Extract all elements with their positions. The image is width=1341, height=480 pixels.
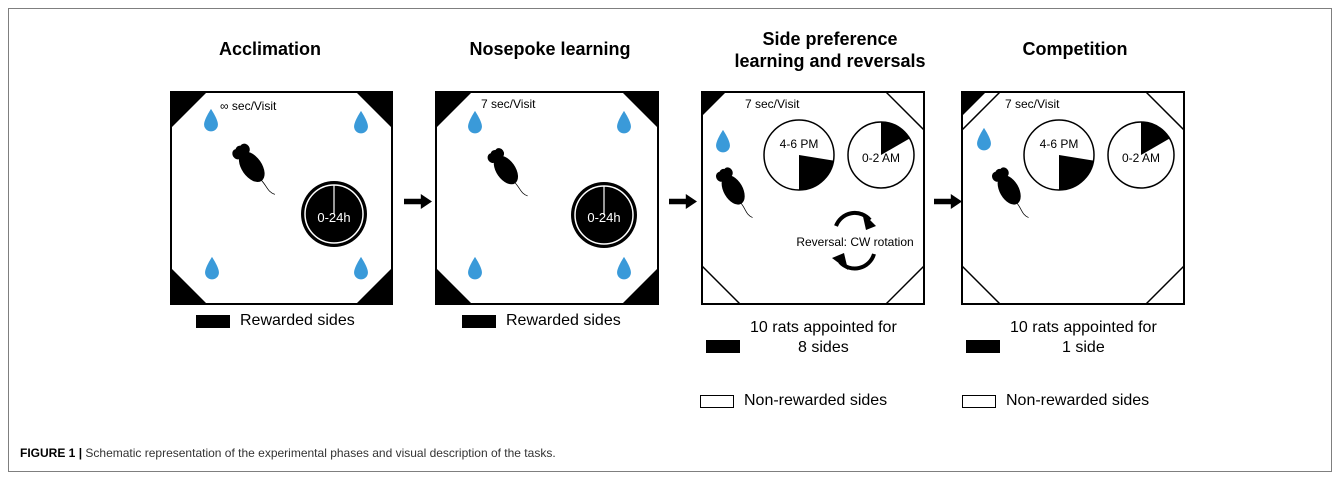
clock-0-2am: 0-2 AM — [847, 121, 915, 189]
panel-nosepoke: 7 sec/Visit 0-24h — [435, 91, 659, 305]
legend-nonrewarded-2: Non-rewarded sides — [962, 392, 1149, 410]
legend-rewarded-1: Rewarded sides — [196, 312, 355, 330]
legend-rewarded-2: Rewarded sides — [462, 312, 621, 330]
clock-4-6pm: 4-6 PM — [763, 119, 835, 191]
non-rewarded-corner — [1145, 91, 1185, 131]
rewarded-corner — [171, 268, 207, 304]
panel-title-side-preference-line1: Side preference — [762, 29, 898, 49]
reversal-label: Reversal: CW rotation — [796, 235, 913, 249]
clock-label: 4-6 PM — [1040, 137, 1079, 151]
clock-label: 4-6 PM — [780, 137, 819, 151]
legend-label: Rewarded sides — [506, 312, 621, 329]
clock-0-2am: 0-2 AM — [1107, 121, 1175, 189]
non-rewarded-corner — [701, 265, 741, 305]
panel-title-acclimation: Acclimation — [218, 39, 322, 59]
clock-icon: 0-24h — [571, 182, 637, 248]
arrow-icon — [404, 194, 432, 209]
rewarded-corner — [356, 268, 392, 304]
rate-label: 7 sec/Visit — [481, 97, 536, 111]
figure-frame — [8, 8, 1332, 472]
legend-line: 10 rats appointed for — [750, 319, 897, 336]
caption-separator: | — [78, 446, 83, 460]
panel-title-side-preference-line2: learning and reversals — [734, 51, 926, 71]
clock-4-6pm: 4-6 PM — [1023, 119, 1095, 191]
rewarded-corner — [962, 92, 986, 116]
non-rewarded-corner — [961, 265, 1001, 305]
clock-label: 0-24h — [317, 210, 350, 225]
non-rewarded-corner — [885, 265, 925, 305]
rewarded-corner — [622, 92, 658, 128]
panel-side-preference: 7 sec/Visit 4-6 PM 0-2 AM Reversal: CW r… — [701, 91, 925, 305]
non-rewarded-corner — [885, 91, 925, 131]
diagram-canvas: ∞ sec/Visit 0-24h 7 sec/Visit 0-24h — [170, 91, 1185, 305]
legend-line: 8 sides — [798, 339, 849, 356]
panel-acclimation: ∞ sec/Visit 0-24h — [170, 91, 393, 305]
legend-label: Non-rewarded sides — [1006, 392, 1150, 409]
caption-text: Schematic representation of the experime… — [85, 446, 556, 460]
legend-swatch-black — [462, 314, 496, 328]
caption-label: FIGURE 1 — [20, 446, 76, 460]
rewarded-corner — [702, 92, 726, 116]
legend-swatch-white — [962, 394, 996, 408]
rate-label: ∞ sec/Visit — [220, 99, 277, 113]
panel-title-nosepoke: Nosepoke learning — [469, 39, 631, 59]
clock-icon: 0-24h — [301, 181, 367, 247]
non-rewarded-corner — [961, 91, 1001, 131]
clock-label: 0-2 AM — [862, 151, 900, 165]
legend-label: Non-rewarded sides — [744, 392, 888, 409]
non-rewarded-corner — [1145, 265, 1185, 305]
legend-line: 10 rats appointed for — [1010, 319, 1157, 336]
clock-label: 0-24h — [587, 210, 620, 225]
legend-swatch-black — [706, 339, 740, 353]
legend-label: 10 rats appointed for 8 sides — [750, 318, 897, 358]
panel-title-competition: Competition — [1022, 39, 1128, 59]
legend-label: Rewarded sides — [240, 312, 355, 329]
rotation-arrows-icon — [832, 210, 876, 271]
legend-appointed-1: 10 rats appointed for 1 side — [966, 318, 1157, 358]
arrow-icon — [934, 194, 962, 209]
rewarded-corner — [171, 92, 207, 128]
panel-competition: 7 sec/Visit 4-6 PM 0-2 AM — [961, 91, 1185, 305]
legend-label: 10 rats appointed for 1 side — [1010, 318, 1157, 358]
legend-swatch-white — [700, 394, 734, 408]
rate-label: 7 sec/Visit — [1005, 97, 1060, 111]
legend-nonrewarded-1: Non-rewarded sides — [700, 392, 887, 410]
legend-appointed-8: 10 rats appointed for 8 sides — [706, 318, 897, 358]
clock-label: 0-2 AM — [1122, 151, 1160, 165]
rate-label: 7 sec/Visit — [745, 97, 800, 111]
legend-swatch-black — [966, 339, 1000, 353]
figure-caption: FIGURE 1 | Schematic representation of t… — [20, 446, 556, 460]
legend-swatch-black — [196, 314, 230, 328]
rewarded-corner — [436, 92, 472, 128]
reversal-label-bg — [790, 235, 920, 249]
legend-line: 1 side — [1062, 339, 1105, 356]
rewarded-corner — [436, 268, 472, 304]
arrow-icon — [669, 194, 697, 209]
rewarded-corner — [622, 268, 658, 304]
panel-title-side-preference: Side preference learning and reversals — [690, 28, 970, 72]
rewarded-corner — [356, 92, 392, 128]
